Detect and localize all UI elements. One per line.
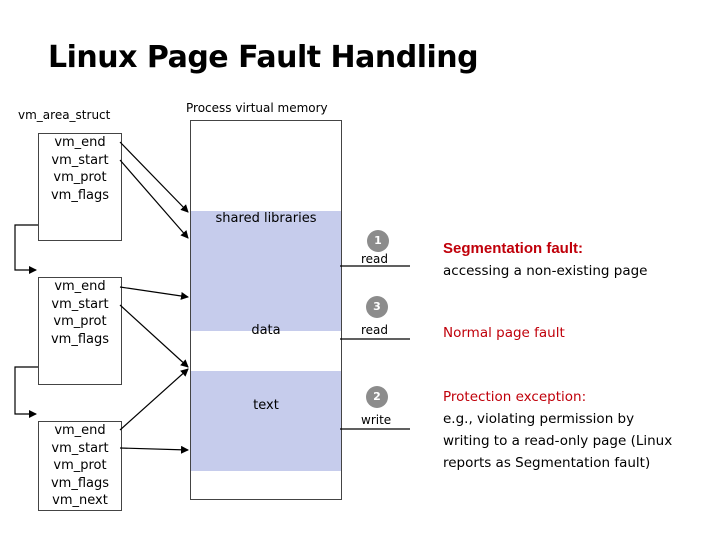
data-label: data [251, 323, 281, 338]
segmentation-fault-text: accessing a non-existing page [443, 263, 648, 279]
vma1-vm-flags: vm_flags [50, 187, 110, 203]
vma2-vm-flags: vm_flags [50, 331, 110, 347]
shared-libraries-segment [191, 211, 341, 331]
vma3-vm-flags: vm_flags [50, 475, 110, 491]
vma3-vm-start: vm_start [51, 440, 109, 456]
protection-exception-title: Protection exception: [443, 389, 587, 405]
shared-libraries-label: shared libraries [215, 211, 317, 226]
access-2-op: write [361, 413, 392, 427]
access-3-op: read [361, 323, 389, 337]
vma2-vm-prot: vm_prot [53, 314, 107, 330]
process-virtual-memory-box: shared libraries data text [190, 120, 342, 500]
vm-next-link-1 [14, 224, 38, 274]
vm-area-struct-2: vm_end vm_start vm_prot vm_flags [38, 277, 122, 386]
vma1-vm-end: vm_end [54, 135, 106, 150]
text-label: text [253, 398, 279, 413]
page-title: Linux Page Fault Handling [48, 40, 479, 75]
vm-area-struct-1: vm_end vm_start vm_prot vm_flags [38, 133, 122, 242]
vma3-vm-next: vm_next [52, 493, 108, 509]
vma3-start-arrow [119, 445, 189, 454]
protection-exception-line-1: e.g., violating permission by [443, 411, 635, 427]
access-3-marker: 3 [366, 296, 388, 318]
vma3-vm-end: vm_end [54, 423, 106, 438]
vma1-start-arrow [119, 159, 189, 239]
vm-next-link-2 [14, 366, 38, 418]
vma1-end-arrow [119, 141, 189, 213]
process-virtual-memory-label: Process virtual memory [186, 101, 328, 115]
vm-area-struct-3: vm_end vm_start vm_prot vm_flags vm_next [38, 421, 122, 511]
vma2-vm-end: vm_end [54, 279, 106, 294]
data-text-segment [191, 371, 341, 471]
vma3-end-arrow [119, 368, 189, 431]
access-1-op: read [361, 252, 389, 266]
vma2-end-arrow [119, 286, 189, 300]
access-2-marker: 2 [366, 386, 388, 408]
vma1-vm-prot: vm_prot [53, 170, 107, 186]
protection-exception-line-3: reports as Segmentation fault) [443, 455, 651, 471]
access-1-marker: 1 [367, 230, 389, 252]
vma2-vm-start: vm_start [51, 296, 109, 312]
protection-exception-line-2: writing to a read-only page (Linux [443, 433, 673, 449]
vm-area-struct-label: vm_area_struct [18, 108, 111, 122]
vma1-vm-start: vm_start [51, 152, 109, 168]
vma2-start-arrow [119, 304, 189, 368]
normal-page-fault-text: Normal page fault [443, 325, 565, 341]
vma3-vm-prot: vm_prot [53, 458, 107, 474]
segmentation-fault-title: Segmentation fault: [443, 240, 584, 257]
